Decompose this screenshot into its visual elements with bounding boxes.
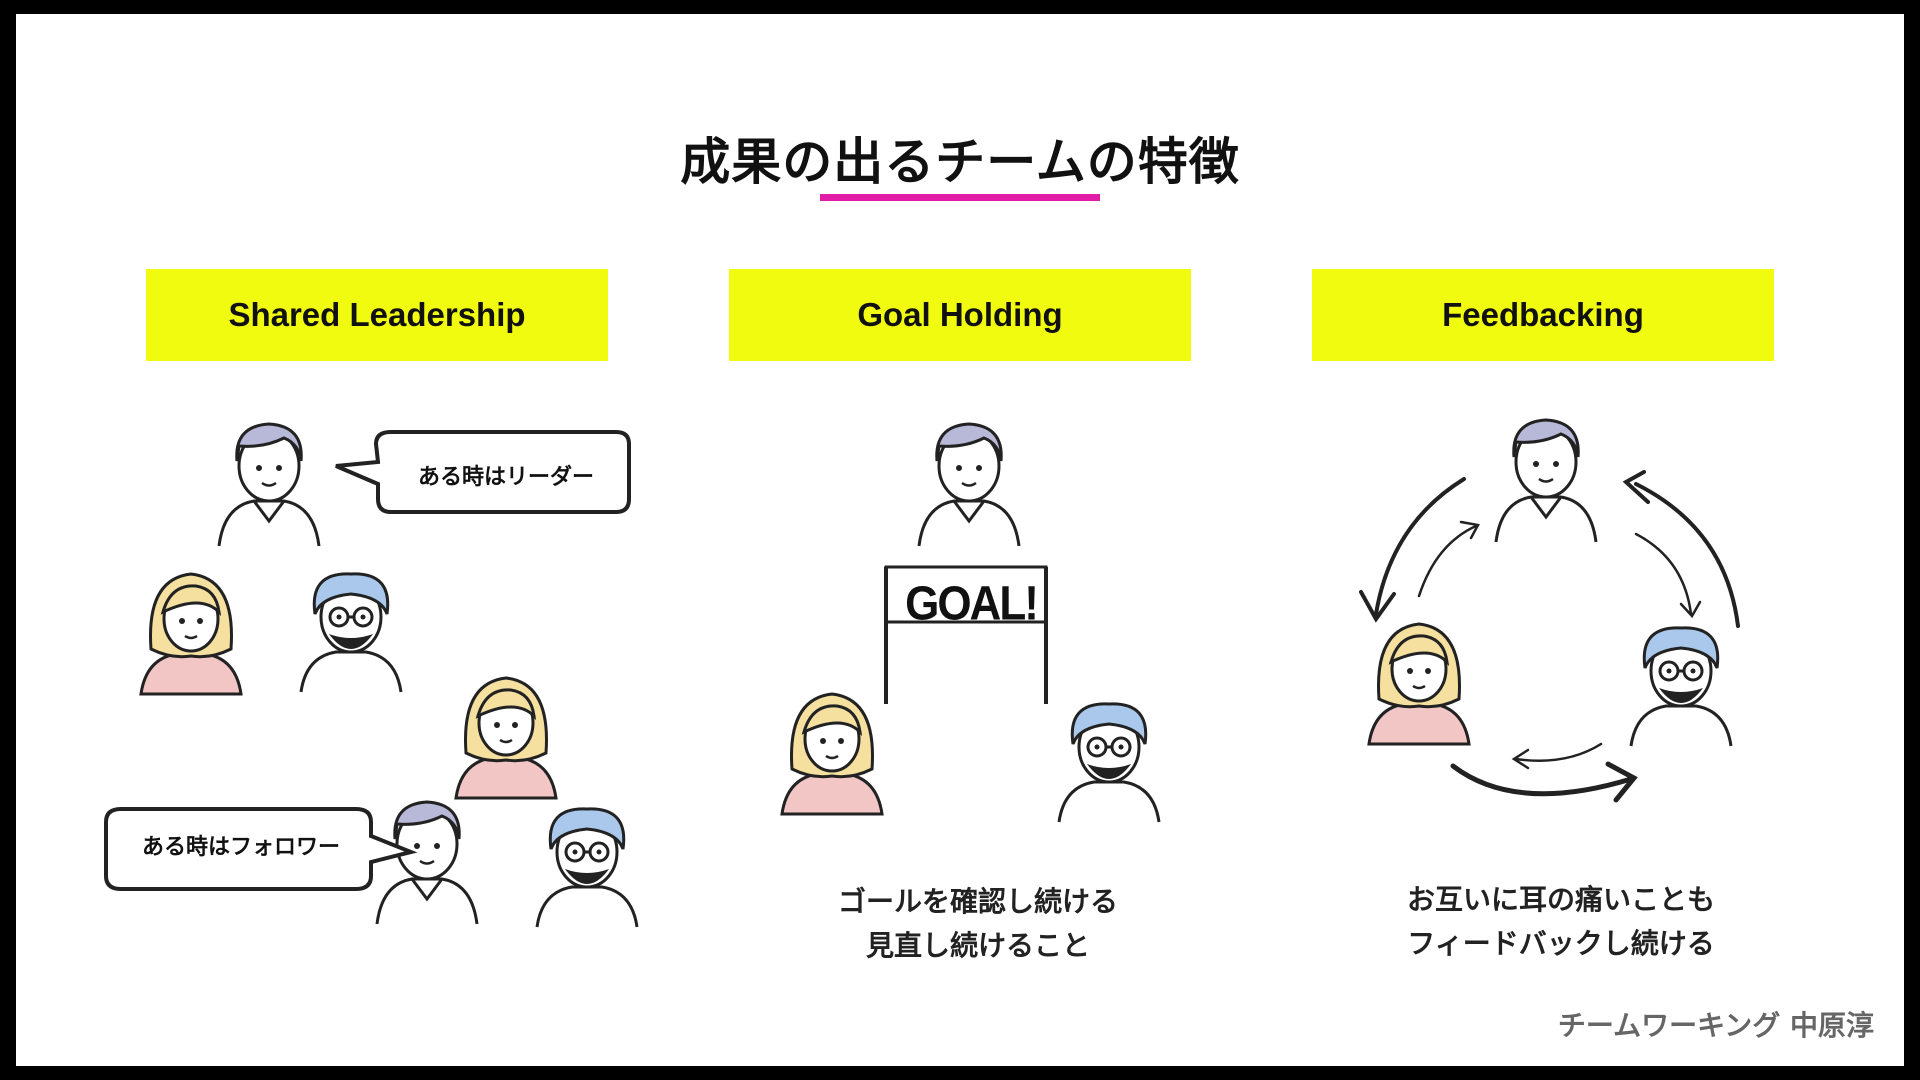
follower-speech-bubble — [104, 807, 418, 891]
follower-bubble-text: ある時はフォロワー — [141, 835, 340, 860]
man-avatar-icon — [217, 422, 321, 548]
goal-holding-caption: ゴールを確認し続ける 見直し続けること — [837, 885, 1118, 962]
title-underline — [820, 194, 1100, 201]
illustrations — [104, 418, 1740, 929]
page-title: 成果の出るチームの特徴 — [680, 133, 1240, 191]
header-goal-holding: Goal Holding — [729, 269, 1191, 361]
bearded-man-avatar-icon — [1629, 626, 1733, 748]
cycle-arrow-icon — [1359, 470, 1740, 803]
leader-speech-bubble — [335, 430, 631, 514]
woman-avatar-icon — [139, 572, 243, 696]
woman-avatar-icon — [454, 676, 558, 800]
woman-avatar-icon — [780, 692, 884, 816]
bearded-man-avatar-icon — [535, 807, 639, 929]
feedbacking-caption: お互いに耳の痛いことも フィードバックし続ける — [1406, 883, 1715, 960]
bearded-man-avatar-icon — [299, 572, 403, 694]
slide: 成果の出るチームの特徴 Shared Leadership Goal Holdi… — [16, 14, 1904, 1066]
man-avatar-icon — [375, 800, 479, 926]
header-feedbacking: Feedbacking — [1312, 269, 1774, 361]
woman-avatar-icon — [1367, 622, 1471, 746]
footer-credit: チームワーキング 中原淳 — [1557, 1009, 1874, 1042]
man-avatar-icon — [1494, 418, 1598, 544]
bearded-man-avatar-icon — [1057, 702, 1161, 824]
man-avatar-icon — [917, 422, 1021, 548]
leader-bubble-text: ある時はリーダー — [417, 465, 594, 490]
header-shared-leadership: Shared Leadership — [146, 269, 608, 361]
goal-sign-text: GOAL! — [905, 576, 1039, 631]
goal-banner-icon — [884, 565, 1048, 704]
